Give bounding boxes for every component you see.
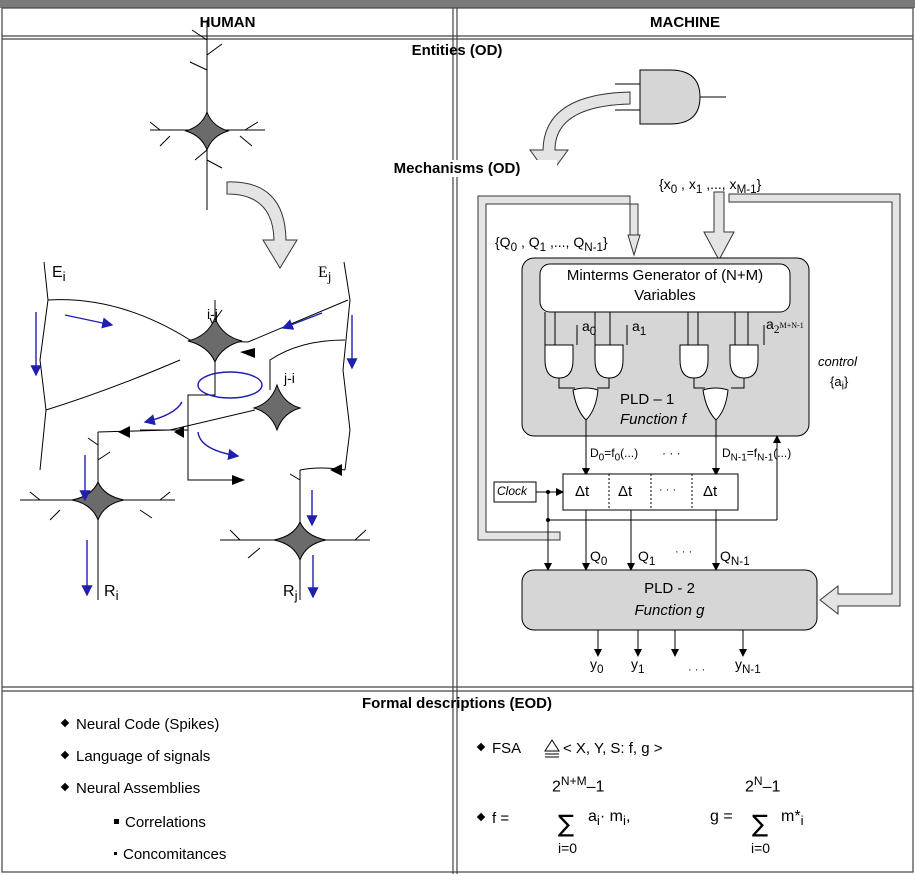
curved-arrow-human xyxy=(226,181,298,269)
label-ij: i-j xyxy=(207,306,218,322)
q-set-label: {Q0 , Q1 ,..., QN-1} xyxy=(495,234,608,254)
control-label: control xyxy=(818,354,858,369)
coeff-ticks xyxy=(576,325,765,345)
section-mechanisms: Mechanisms (OD) xyxy=(357,160,557,177)
d-dots: · · · xyxy=(662,446,681,460)
coeff-an: a2M+N-1 xyxy=(766,316,804,336)
neuron-small xyxy=(149,20,265,210)
x-input-arrow xyxy=(703,191,735,262)
curved-arrow-machine xyxy=(529,91,631,177)
coeff-a0: a0 xyxy=(582,318,597,338)
q-dots: · · · xyxy=(675,546,693,558)
fsa-line: FSA xyxy=(476,740,521,757)
f-sum-body: ai· mi, xyxy=(588,808,631,829)
col-header-human: HUMAN xyxy=(199,14,256,31)
soma-ri xyxy=(71,480,125,522)
f-sum-upper: 2N+M–1 xyxy=(552,774,605,796)
bullet-assemblies: Neural Assemblies xyxy=(60,780,200,797)
bullet-language: Language of signals xyxy=(60,748,210,765)
bullet-neural-code: Neural Code (Spikes) xyxy=(60,716,219,733)
pld2-box xyxy=(521,569,818,631)
g-sum-body: m*i xyxy=(781,808,804,829)
y-dots: · · · xyxy=(688,664,706,676)
label-ji: j-i xyxy=(284,370,295,386)
pld1-gates xyxy=(544,312,759,421)
label-ri: Ri xyxy=(104,583,119,604)
pld2-label: PLD - 2 Function g xyxy=(634,580,705,619)
d0-label: D0=f0(...) xyxy=(590,446,639,464)
q0-label: Q0 xyxy=(590,548,608,568)
section-entities: Entities (OD) xyxy=(411,42,503,59)
blue-arrows xyxy=(30,312,358,599)
label-ei: Ei xyxy=(52,264,66,285)
g-sum-upper: 2N–1 xyxy=(745,774,781,796)
f-sum-lower: i=0 xyxy=(558,840,578,856)
and-gate-icon xyxy=(615,69,726,125)
minterms-label: Minterms Generator of (N+M)Variables xyxy=(566,267,764,304)
label-ej: Ej xyxy=(318,264,332,285)
svg-text:∑: ∑ xyxy=(752,810,768,838)
clock-lines xyxy=(536,435,781,571)
yn-label: yN-1 xyxy=(735,656,761,676)
section-formal: Formal descriptions (EOD) xyxy=(361,695,553,712)
q1-label: Q1 xyxy=(638,548,656,568)
label-rj: Rj xyxy=(283,583,298,604)
top-bar xyxy=(0,0,915,8)
delay-n: Δt xyxy=(703,483,718,500)
clock-label: Clock xyxy=(497,484,528,498)
f-eq-label: f = xyxy=(476,810,509,827)
synapse-markers xyxy=(118,348,342,485)
sum-symbols: ∑ ∑ xyxy=(558,810,768,838)
neural-network xyxy=(20,261,370,600)
neuron-soma-small xyxy=(184,110,230,152)
subbullet-correlations: Correlations xyxy=(114,814,206,831)
delay-dots: · · · xyxy=(659,484,677,496)
table-frame xyxy=(1,7,914,874)
minterms-box xyxy=(539,263,791,313)
output-lines xyxy=(594,630,747,657)
x-set-label: {x0 , x1 ,..., xM-1} xyxy=(659,176,762,196)
g-sum-lower: i=0 xyxy=(751,840,771,856)
qn-label: QN-1 xyxy=(720,548,750,568)
pld1-label: PLD – 1 Function f xyxy=(620,391,686,428)
coeff-a1: a1 xyxy=(632,318,647,338)
soma-ji xyxy=(252,383,302,432)
g-eq-label: g = xyxy=(710,808,733,825)
y0-label: y0 xyxy=(590,656,604,676)
control-set-label: {ai} xyxy=(830,374,849,393)
d-lines xyxy=(582,420,720,476)
subbullet-concomitances: Concomitances xyxy=(114,846,226,863)
delay-1: Δt xyxy=(575,483,590,500)
delay-2: Δt xyxy=(618,483,633,500)
col-header-machine: MACHINE xyxy=(650,14,720,31)
fsa-rest: < X, Y, S: f, g > xyxy=(563,740,663,757)
delay-register xyxy=(562,473,739,511)
y1-label: y1 xyxy=(631,656,645,676)
fsa-symbol xyxy=(544,739,560,758)
svg-text:∑: ∑ xyxy=(558,810,574,838)
soma-rj xyxy=(273,520,327,562)
soma-ij xyxy=(187,316,243,364)
dn-label: DN-1=fN-1(...) xyxy=(722,446,792,464)
control-path xyxy=(728,193,901,616)
feedback-q-path xyxy=(477,195,641,541)
